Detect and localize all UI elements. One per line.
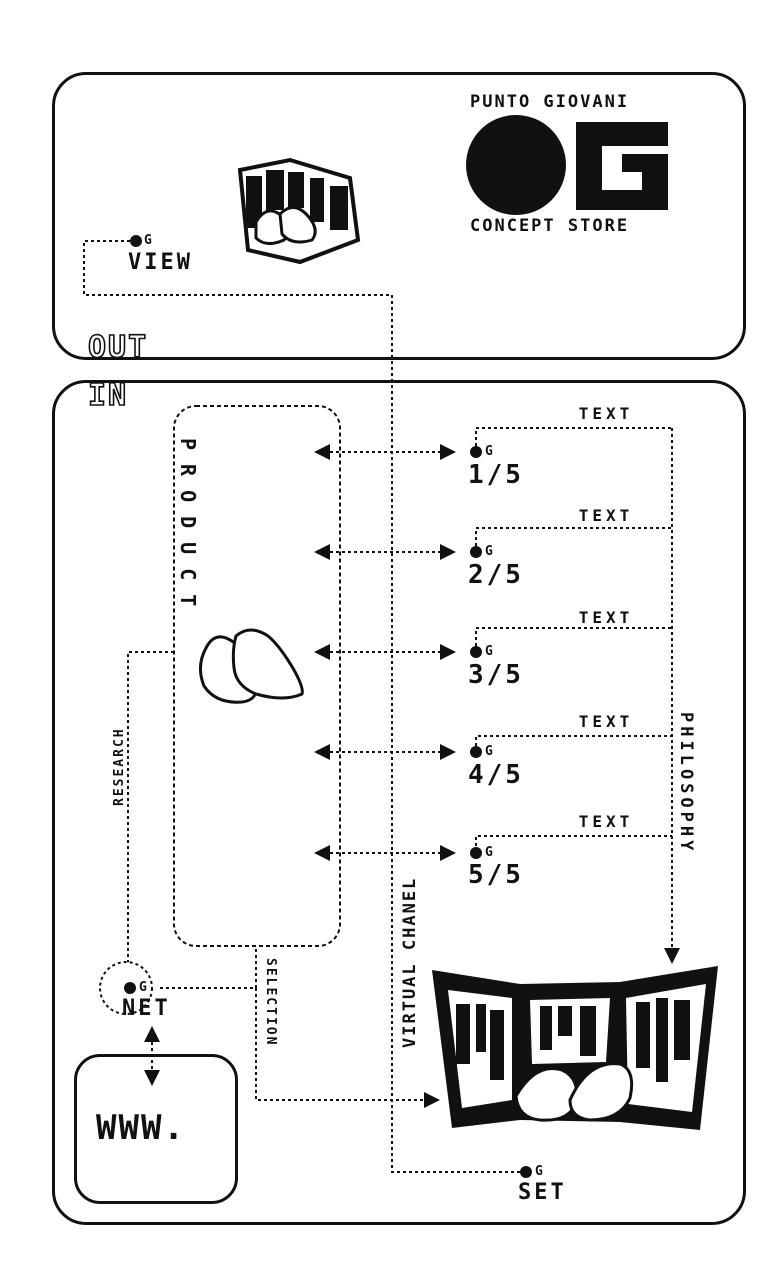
net-g-mark: G [139, 980, 148, 995]
view-shoebox-illustration [237, 157, 361, 265]
www-label: WWW. [96, 1108, 186, 1148]
set-label: SET [518, 1180, 567, 1205]
g-mark-dots [124, 235, 532, 1178]
selection-connector [160, 946, 440, 1108]
step-4-g-mark: G [485, 744, 494, 759]
step-2-g-mark: G [485, 544, 494, 559]
www-box [74, 1054, 238, 1204]
product-step-arrows [314, 444, 456, 861]
research-label: RESEARCH [112, 727, 127, 806]
view-connector [83, 240, 520, 1173]
out-zone-frame [52, 72, 746, 360]
virtual-chanel-label: VIRTUAL CHANEL [400, 876, 420, 1048]
net-label: NET [122, 996, 171, 1021]
view-label: VIEW [128, 250, 193, 275]
step-3-banner: TEXT [578, 608, 634, 627]
out-zone-label: OUT [87, 329, 149, 366]
philosophy-label: PHILOSOPHY [676, 712, 696, 855]
step-2-banner: TEXT [578, 506, 634, 525]
step-2-label: 2/5 [468, 560, 524, 590]
step-4-label: 4/5 [468, 760, 524, 790]
view-g-mark: G [144, 233, 153, 248]
brand-name: PUNTO GIOVANI [470, 92, 630, 112]
step-3-g-mark: G [485, 644, 494, 659]
step-1-label: 1/5 [468, 460, 524, 490]
product-shoes-illustration [199, 628, 304, 704]
brand-tagline: CONCEPT STORE [470, 216, 630, 236]
step-1-banner: TEXT [578, 404, 634, 423]
step-5-label: 5/5 [468, 860, 524, 890]
step-1-g-mark: G [485, 444, 494, 459]
set-shoebox-illustration [432, 966, 718, 1130]
step-5-g-mark: G [485, 845, 494, 860]
step-3-label: 3/5 [468, 660, 524, 690]
brand-logo-mark [466, 115, 668, 215]
philosophy-connectors [475, 427, 680, 964]
research-connector [127, 651, 174, 968]
step-5-banner: TEXT [578, 812, 634, 831]
selection-label: SELECTION [263, 958, 278, 1047]
step-4-banner: TEXT [578, 712, 634, 731]
product-label: PRODUCT [176, 438, 200, 621]
in-zone-label: IN [87, 377, 129, 414]
set-g-mark: G [535, 1164, 544, 1179]
